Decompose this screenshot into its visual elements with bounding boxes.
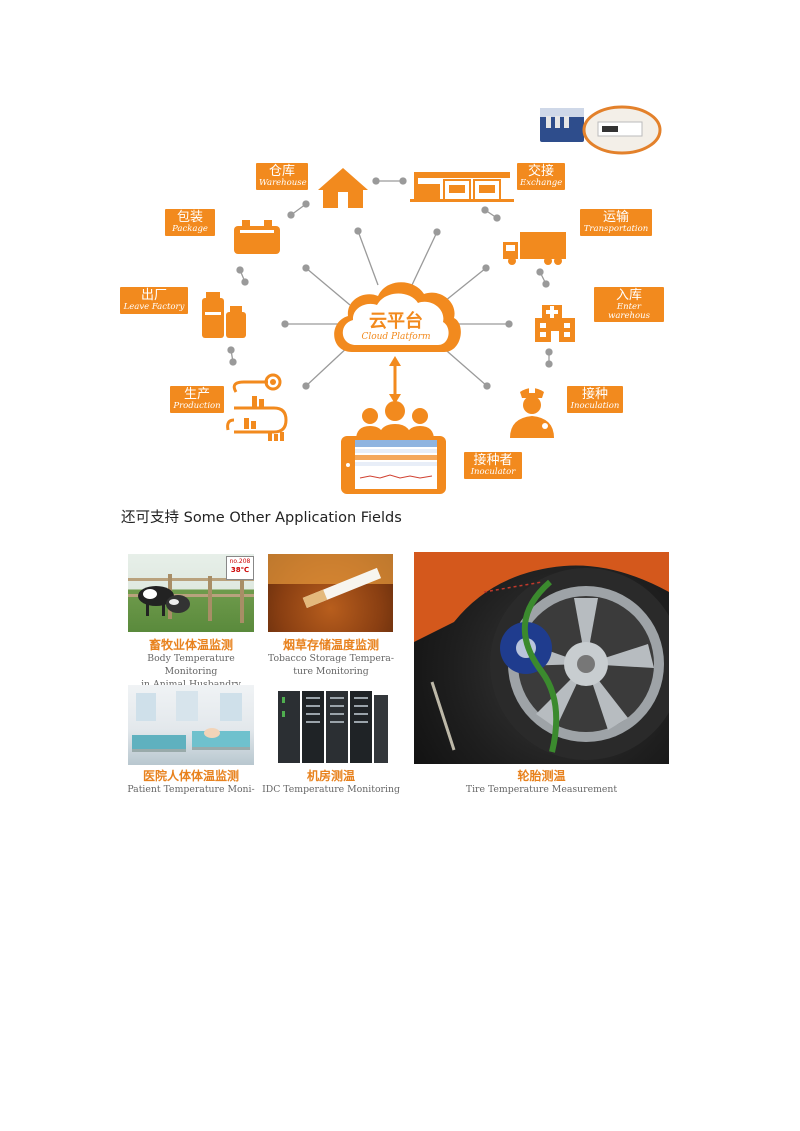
tag-production-en: Production	[173, 400, 221, 411]
tag-exchange-zh: 交接	[527, 164, 554, 179]
cloud-platform-label-en: Cloud Platform	[361, 332, 430, 342]
tag-warehouse: 仓库 Warehouse	[256, 163, 308, 190]
tobacco-caption-en-line1: Tobacco Storage Tempera-	[267, 653, 394, 664]
animal-caption-en: Body Temperature Monitoring in Animal Hu…	[120, 652, 262, 691]
animal-caption-zh: 畜牧业体温监测	[148, 638, 233, 652]
tire-caption-en: Tire Temperature Measurement	[465, 784, 618, 795]
vaccine-box-icon	[540, 105, 662, 155]
tobacco-photo	[268, 554, 393, 632]
people-icon	[356, 401, 434, 442]
tire-caption-zh: 轮胎测温	[517, 769, 566, 783]
idc-caption-en: IDC Temperature Monitoring	[262, 784, 400, 795]
tablet-screen-icon	[341, 436, 446, 494]
patient-caption-en: Patient Temperature Moni-	[127, 784, 255, 795]
production-line-icon	[226, 373, 288, 441]
animal-husbandry-photo: no.208 38℃	[128, 554, 254, 632]
tag-production-zh: 生产	[183, 387, 210, 402]
cow-fence-illustration	[128, 574, 254, 623]
hospital-beds-illustration	[132, 691, 250, 752]
tobacco-caption-en-line2: ture Monitoring	[293, 666, 369, 678]
ring-connectors	[227, 177, 553, 368]
cloud-icon	[334, 282, 461, 352]
spoke-lines	[281, 227, 513, 390]
tag-enter-warehouse-en: Enter warehous	[608, 301, 650, 321]
server-racks-illustration	[278, 691, 388, 763]
tag-exchange: 交接 Exchange	[517, 163, 565, 190]
idc-caption-zh: 机房测温	[306, 769, 355, 783]
bidirectional-arrow-icon	[389, 356, 401, 404]
nurse-icon	[510, 387, 554, 438]
bottles-icon	[202, 292, 246, 338]
tag-package-zh: 包装	[176, 210, 203, 225]
tag-inoculation: 接种 Inoculation	[567, 386, 623, 413]
display-temp: 38℃	[230, 566, 250, 574]
tag-enter-warehouse-zh: 入库	[615, 288, 642, 303]
server-room-photo	[268, 685, 393, 765]
tag-transportation-en: Transportation	[583, 223, 649, 234]
tag-transportation: 运输 Transportation	[580, 209, 652, 236]
tag-package-en: Package	[172, 223, 208, 234]
animal-caption-en-line2: in Animal Husbandry	[120, 678, 262, 691]
tag-inoculator: 接种者 Inoculator	[464, 452, 522, 479]
tag-production: 生产 Production	[170, 386, 224, 413]
temperature-display: no.208 38℃	[226, 556, 254, 580]
section-heading: 还可支持 Some Other Application Fields	[121, 510, 402, 526]
cloud-platform-label-zh: 云平台	[369, 310, 423, 332]
tire-photo	[414, 552, 669, 764]
tag-inoculator-zh: 接种者	[473, 453, 513, 468]
diagram-graphics: 云平台 Cloud Platform	[202, 105, 662, 494]
tobacco-caption-en: Tobacco Storage Tempera- ture Monitoring	[260, 652, 402, 678]
cigarette-illustration	[268, 554, 393, 609]
display-id: no.208	[229, 558, 251, 565]
truck-icon	[503, 232, 566, 265]
house-icon	[318, 168, 368, 208]
animal-caption-en-line1: Body Temperature Monitoring	[147, 653, 235, 678]
tag-inoculation-zh: 接种	[581, 387, 608, 402]
patient-caption-zh: 医院人体体温监测	[142, 769, 239, 783]
application-fields-panel: no.208 38℃ 畜牧业体温监测 Body Temperature Moni…	[120, 548, 673, 800]
tag-inoculator-en: Inoculator	[470, 466, 516, 477]
tag-enter-warehouse: 入库 Enter warehous	[594, 287, 664, 323]
tag-warehouse-zh: 仓库	[268, 164, 295, 179]
tag-package: 包装 Package	[165, 209, 215, 236]
tobacco-caption-zh: 烟草存储温度监测	[282, 638, 379, 652]
tag-exchange-en: Exchange	[520, 177, 563, 188]
tag-transportation-zh: 运输	[602, 210, 629, 225]
hospital-ward-photo	[128, 685, 254, 765]
tag-leave-factory: 出厂 Leave Factory	[120, 287, 188, 314]
package-icon	[234, 220, 280, 254]
hospital-icon	[535, 305, 575, 342]
cloud-platform-diagram: 云平台 Cloud Platform 仓库 Warehouse 交接 Excha…	[0, 0, 800, 500]
exchange-station-icon	[410, 172, 514, 202]
tag-inoculation-en: Inoculation	[570, 400, 620, 411]
tire-wheel-illustration	[414, 552, 669, 760]
tag-warehouse-en: Warehouse	[259, 177, 307, 188]
tag-leave-factory-en: Leave Factory	[123, 301, 185, 312]
tag-leave-factory-zh: 出厂	[140, 288, 167, 303]
